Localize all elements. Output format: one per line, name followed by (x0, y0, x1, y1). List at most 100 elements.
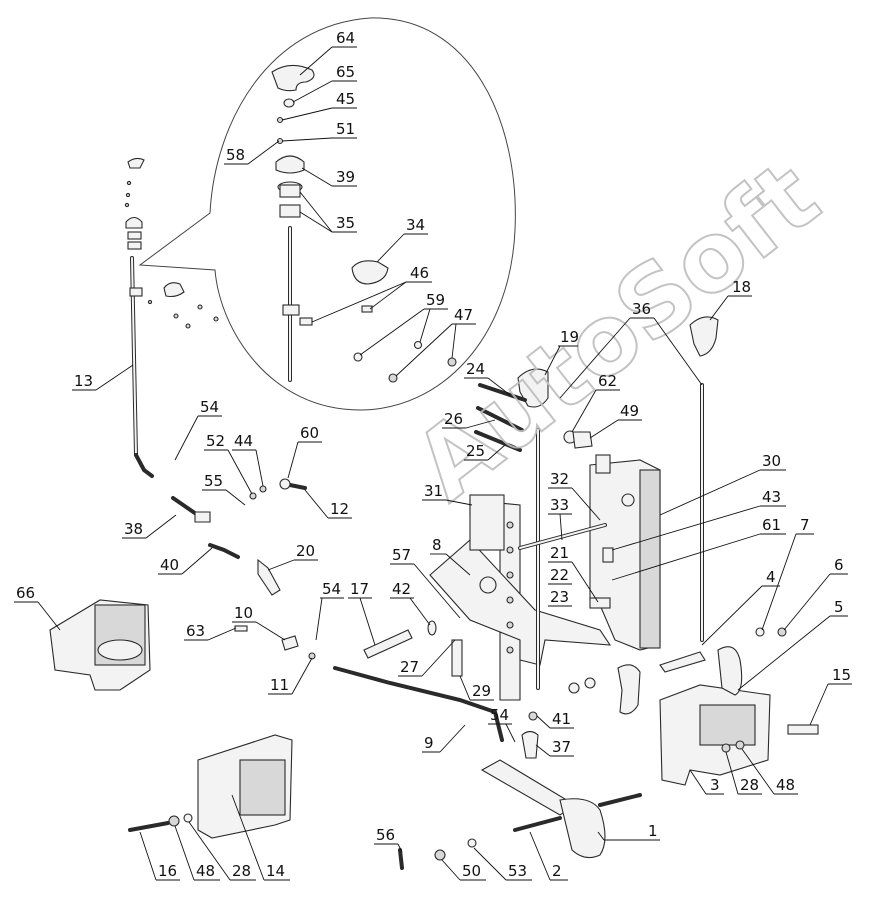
callout-63-label: 63 (186, 622, 205, 640)
bushing-upper-part (279, 184, 301, 198)
callout-63: 63 (184, 622, 237, 641)
callout-48-left: 48 (174, 825, 220, 881)
callout-32: 32 (548, 470, 601, 521)
callout-25-label: 25 (466, 442, 485, 460)
callout-5-label: 5 (834, 598, 844, 616)
callout-7: 7 (761, 516, 814, 631)
callout-49-label: 49 (620, 402, 639, 420)
callout-28-left: 28 (188, 821, 256, 881)
callout-43: 43 (611, 488, 786, 551)
callout-29: 29 (459, 675, 494, 701)
callout-24-label: 24 (466, 360, 485, 378)
callout-61-label: 61 (762, 516, 781, 534)
callout-58-label: 58 (226, 146, 245, 164)
callout-53-label: 53 (508, 862, 527, 880)
pin-small-part (361, 305, 373, 313)
right-column-assembly (518, 454, 661, 651)
callout-31-label: 31 (424, 482, 443, 500)
callout-48-right: 48 (741, 748, 798, 795)
callout-26-label: 26 (444, 410, 463, 428)
callout-14: 14 (231, 794, 290, 881)
callout-9: 9 (422, 724, 466, 753)
callout-12-label: 12 (330, 500, 349, 518)
callout-21-label: 21 (550, 544, 569, 562)
callout-39-label: 39 (336, 168, 355, 186)
callout-36: 36 (559, 300, 703, 399)
callout-64-label: 64 (336, 29, 355, 47)
callout-14-label: 14 (266, 862, 285, 880)
callout-34-label: 34 (406, 216, 425, 234)
callout-18-label: 18 (732, 278, 751, 296)
callout-42: 42 (390, 580, 431, 626)
callout-64: 64 (299, 29, 357, 76)
callout-46: 46 (311, 264, 432, 323)
callout-9-label: 9 (424, 734, 434, 752)
callout-46-label: 46 (410, 264, 429, 282)
callout-48b-label: 48 (196, 862, 215, 880)
callout-18: 18 (709, 278, 752, 321)
callout-2-label: 2 (552, 862, 562, 880)
callout-27: 27 (398, 639, 456, 677)
callout-10: 10 (232, 604, 286, 641)
callout-60: 60 (287, 424, 322, 479)
callout-38-label: 38 (124, 520, 143, 538)
callout-15-label: 15 (832, 666, 851, 684)
callout-62-label: 62 (598, 372, 617, 390)
callout-40: 40 (158, 547, 213, 575)
callout-23-label: 23 (550, 588, 569, 606)
bushing-lower-part (279, 204, 301, 218)
callout-55: 55 (202, 472, 246, 506)
callout-23: 23 (548, 588, 572, 607)
callout-32-label: 32 (550, 470, 569, 488)
callout-49: 49 (589, 402, 642, 439)
callout-50-label: 50 (462, 862, 481, 880)
callout-39: 39 (301, 167, 357, 187)
callout-34: 34 (376, 216, 428, 263)
washer-b-part (413, 340, 423, 350)
callout-41-label: 41 (552, 710, 571, 728)
callout-29-label: 29 (472, 682, 491, 700)
nut-c-part (388, 373, 398, 383)
callout-51-label: 51 (336, 120, 355, 138)
callout-61: 61 (611, 516, 786, 581)
callout-57-label: 57 (392, 546, 411, 564)
callout-47-label: 47 (454, 306, 473, 324)
main-frame-assembly (429, 428, 612, 701)
callout-19-label: 19 (560, 328, 579, 346)
callout-26: 26 (442, 410, 496, 429)
callout-59: 59 (359, 291, 448, 356)
callout-3: 3 (689, 769, 724, 795)
callout-7-label: 7 (800, 516, 810, 534)
callout-19: 19 (544, 328, 579, 376)
callout-15: 15 (809, 666, 852, 726)
callout-58: 58 (224, 140, 280, 165)
callout-4: 4 (701, 568, 780, 646)
callout-47: 47 (395, 306, 476, 377)
callout-27-label: 27 (400, 658, 419, 676)
callout-66: 66 (14, 584, 61, 631)
callout-45-label: 45 (336, 90, 355, 108)
callout-28-right: 28 (725, 751, 762, 795)
callout-1: 1 (597, 822, 660, 841)
callout-28a-label: 28 (740, 776, 759, 794)
callout-13-label: 13 (74, 372, 93, 390)
detail-parts (271, 64, 457, 383)
callout-6-label: 6 (834, 556, 844, 574)
callout-8: 8 (430, 536, 471, 576)
nut-b-part (447, 357, 457, 367)
callout-52: 52 (204, 432, 253, 495)
callout-38: 38 (122, 514, 177, 539)
callout-12: 12 (304, 489, 352, 519)
callout-43-label: 43 (762, 488, 781, 506)
callout-54-lower: 54 (488, 706, 516, 743)
lift-rod-assembly (659, 316, 719, 673)
callout-labels: 64 65 45 51 58 39 35 34 46 59 47 13 18 3… (14, 29, 852, 881)
callout-2: 2 (529, 831, 568, 881)
callout-59-label: 59 (426, 291, 445, 309)
callout-6: 6 (783, 556, 848, 631)
pin-part (299, 317, 313, 326)
callout-54-top: 54 (174, 398, 222, 461)
callout-17-label: 17 (350, 580, 369, 598)
control-rod-assembly (124, 157, 219, 478)
callout-41: 41 (536, 710, 574, 729)
